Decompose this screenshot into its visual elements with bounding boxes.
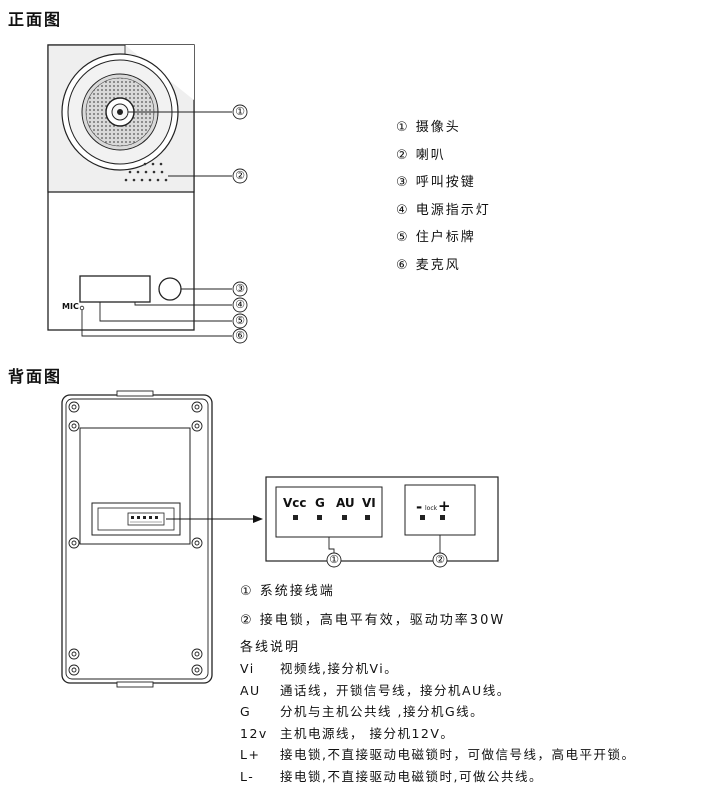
wire-note-l-plus: L+接电锁,不直接驱动电磁锁时，可做信号线，高电平开锁。 [240, 747, 636, 762]
legend-item-microphone: ⑥ 麦克风 [396, 257, 461, 273]
terminal-detail [265, 476, 499, 568]
mic-label: MIC [62, 302, 79, 311]
back-callout-2: ② [435, 553, 445, 566]
speaker-grille [124, 162, 168, 182]
back-view-heading: 背面图 [8, 367, 63, 386]
front-callout-4: ④ [235, 298, 245, 311]
back-callout-1: ① [329, 553, 339, 566]
front-callout-6: ⑥ [235, 329, 245, 342]
wire-note-l-minus: L-接电锁,不直接驱动电磁锁时,可做公共线。 [240, 768, 543, 784]
terminal-label-au: AU [336, 496, 355, 510]
front-view-heading: 正面图 [8, 10, 63, 29]
legend-item-call-button: ③ 呼叫按键 [396, 175, 476, 190]
front-callout-2: ② [235, 169, 245, 182]
terminal-label-vi: VI [362, 496, 376, 510]
back-legend-2: ② 接电锁，高电平有效，驱动功率30W [240, 613, 506, 628]
nameplate [79, 275, 151, 303]
lock-label: lock [425, 505, 438, 512]
legend-item-nameplate: ⑤ 住户标牌 [396, 230, 476, 245]
wire-notes-title: 各线说明 [240, 640, 301, 655]
back-legend-1: ① 系统接线端 [240, 584, 335, 599]
camera-lens [61, 53, 179, 171]
front-callout-5: ⑤ [235, 314, 245, 327]
legend-item-speaker: ② 喇叭 [396, 147, 446, 163]
back-panel [61, 390, 213, 688]
terminal-label-g: G [315, 496, 325, 510]
call-button [158, 277, 182, 301]
front-callout-3: ③ [235, 282, 245, 295]
legend-item-camera: ① 摄像头 [396, 120, 461, 135]
lock-minus-label: - [416, 498, 423, 516]
front-legend: ① 摄像头 ② 喇叭 ③ 呼叫按键 ④ 电源指示灯 ⑤ 住户标牌 ⑥ 麦克风 [396, 114, 491, 279]
terminal-pins [293, 515, 445, 520]
screw-holes [68, 401, 203, 676]
legend-item-power-led: ④ 电源指示灯 [396, 202, 491, 218]
lock-plus-label: + [438, 497, 451, 515]
mic-hole [79, 305, 85, 311]
front-leader-lines [81, 111, 232, 337]
front-panel [47, 44, 195, 331]
front-callouts [232, 104, 248, 344]
front-callout-1: ① [235, 105, 245, 118]
terminal-label-vcc: Vcc [283, 496, 307, 510]
